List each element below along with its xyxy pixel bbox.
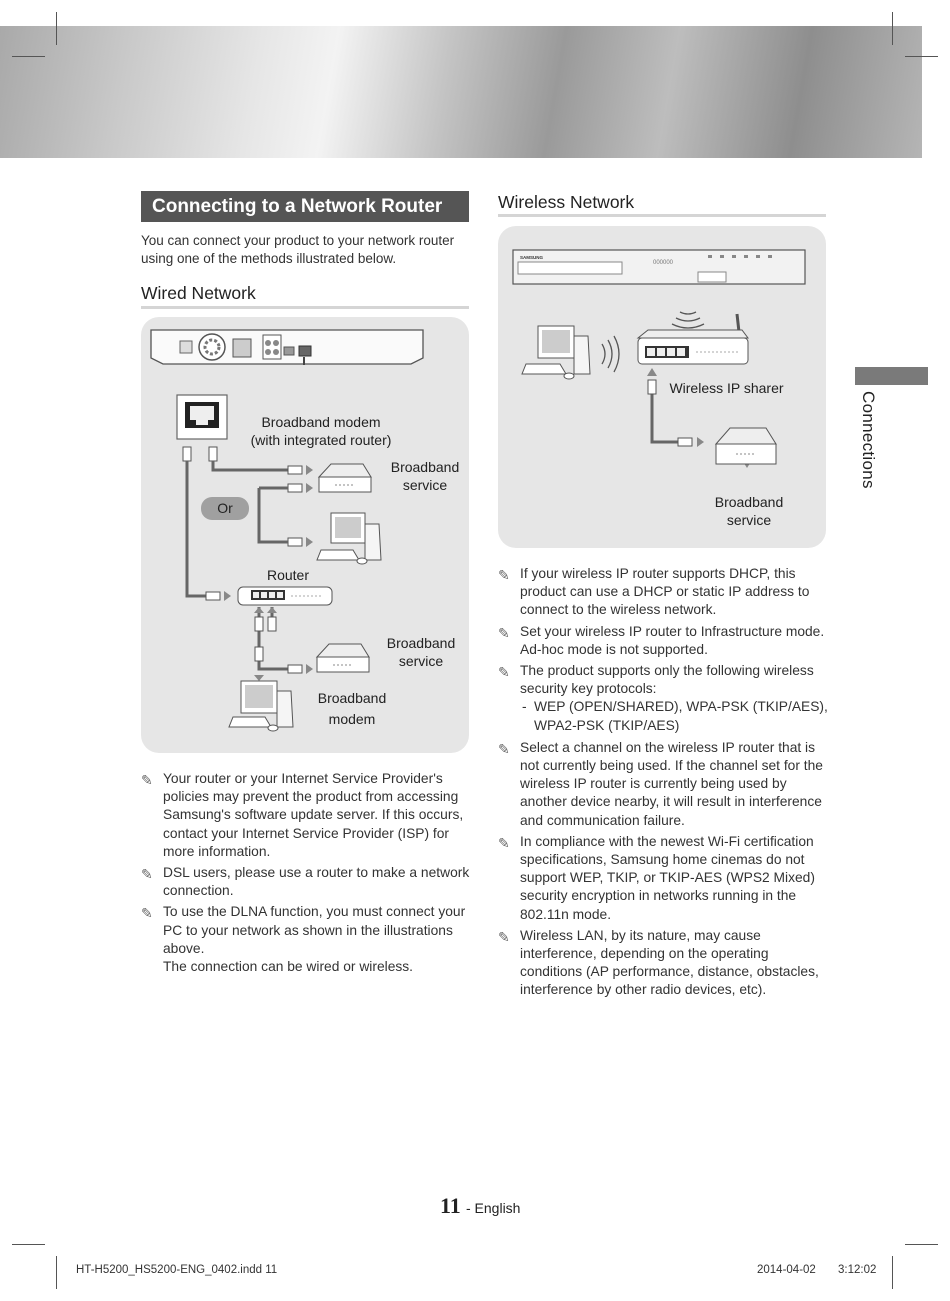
label-broadband-service: service (402, 477, 448, 493)
crop-mark (56, 12, 57, 45)
note-item: ✎Your router or your Internet Service Pr… (141, 771, 464, 859)
chapter-tab-label: Connections (859, 391, 878, 489)
modem-device-icon (317, 463, 372, 493)
label-broadband-service: Broadband (386, 635, 456, 651)
wired-diagram-panel (141, 317, 469, 753)
note-item: ✎Set your wireless IP router to Infrastr… (498, 623, 825, 657)
label-integrated-router: (with integrated router) (250, 432, 392, 448)
label-broadband-modem: modem (328, 711, 376, 727)
wired-heading: Wired Network (141, 283, 256, 303)
label-broadband-service: service (398, 653, 444, 669)
crop-mark (892, 12, 893, 45)
pencil-note-icon: ✎ (498, 567, 510, 583)
wireless-heading-rule (498, 214, 826, 217)
note-item: ✎To use the DLNA function, you must conn… (141, 904, 466, 975)
note-item: ✎The product supports only the following… (498, 663, 814, 697)
lan-plug-icon (647, 379, 693, 447)
brand-logo: SAMSUNG (520, 255, 544, 260)
page-number: 11 (440, 1193, 461, 1218)
crop-mark (892, 1256, 893, 1289)
crop-mark (56, 1256, 57, 1289)
label-broadband-service: Broadband (390, 459, 460, 475)
wireless-heading: Wireless Network (498, 192, 635, 212)
wireless-notes: ✎If your wireless IP router supports DHC… (498, 565, 830, 1003)
note-item: ✎DSL users, please use a router to make … (141, 865, 470, 899)
computer-icon (228, 680, 294, 732)
router-device-icon (237, 586, 333, 606)
pencil-note-icon: ✎ (498, 664, 510, 681)
modem-device-icon (714, 427, 777, 465)
crop-mark (905, 56, 938, 57)
pencil-note-icon: ✎ (498, 834, 510, 851)
note-item: ✎In compliance with the newest Wi-Fi cer… (498, 833, 815, 922)
note-item: ✎Select a channel on the wireless IP rou… (498, 739, 823, 828)
protocol-list-item: -WEP (OPEN/SHARED), WPA-PSK (TKIP/AES), … (522, 699, 828, 733)
crop-mark (12, 1244, 45, 1245)
wired-notes: ✎Your router or your Internet Service Pr… (141, 770, 474, 979)
section-title: Connecting to a Network Router (141, 191, 469, 222)
footer-time: 3:12:02 (838, 1264, 877, 1276)
label-broadband-service: service (726, 512, 772, 528)
pencil-note-icon: ✎ (498, 928, 510, 945)
label-broadband-modem-router: Broadband modem (261, 414, 381, 430)
pencil-note-icon: ✎ (498, 740, 510, 757)
computer-icon (316, 512, 382, 565)
pencil-note-icon: ✎ (498, 624, 510, 641)
crop-mark (12, 56, 45, 57)
arrow-icon (254, 607, 313, 681)
pencil-note-icon: ✎ (141, 866, 153, 883)
footer-date: 2014-04-02 (757, 1264, 816, 1276)
header-banner (0, 26, 922, 158)
lan-plug-icon (182, 446, 218, 462)
wired-diagram (150, 329, 424, 732)
intro-text: You can connect your product to your net… (141, 233, 455, 266)
modem-device-icon (315, 643, 370, 673)
arrow-icon (224, 465, 313, 601)
chapter-tab-marker (855, 367, 928, 385)
wireless-router-icon (636, 313, 749, 365)
label-broadband-service: Broadband (714, 494, 784, 510)
label-router: Router (266, 567, 310, 583)
or-badge: Or (217, 500, 233, 516)
wifi-signal-icon (671, 311, 705, 329)
wireless-diagram: SAMSUNG 000000 (512, 249, 806, 468)
label-wireless-ip-sharer: Wireless IP sharer (669, 380, 784, 396)
crop-mark (905, 1244, 938, 1245)
footer-file-name: HT-H5200_HS5200-ENG_0402.indd 11 (76, 1264, 278, 1276)
label-broadband-modem: Broadband (317, 690, 387, 706)
lan-plug-icon (254, 616, 303, 674)
wired-heading-rule (141, 306, 469, 309)
wifi-signal-icon (601, 335, 620, 373)
lan-port-icon (176, 394, 228, 440)
note-item: ✎Wireless LAN, by its nature, may cause … (498, 927, 819, 998)
pencil-note-icon: ✎ (141, 772, 153, 788)
page-language: - English (466, 1200, 521, 1216)
product-back-panel (150, 329, 424, 365)
computer-icon (521, 325, 591, 380)
device-display: 000000 (653, 260, 674, 266)
product-front-panel: SAMSUNG 000000 (512, 249, 806, 285)
pencil-note-icon: ✎ (141, 905, 153, 922)
note-item: ✎If your wireless IP router supports DHC… (498, 566, 810, 618)
